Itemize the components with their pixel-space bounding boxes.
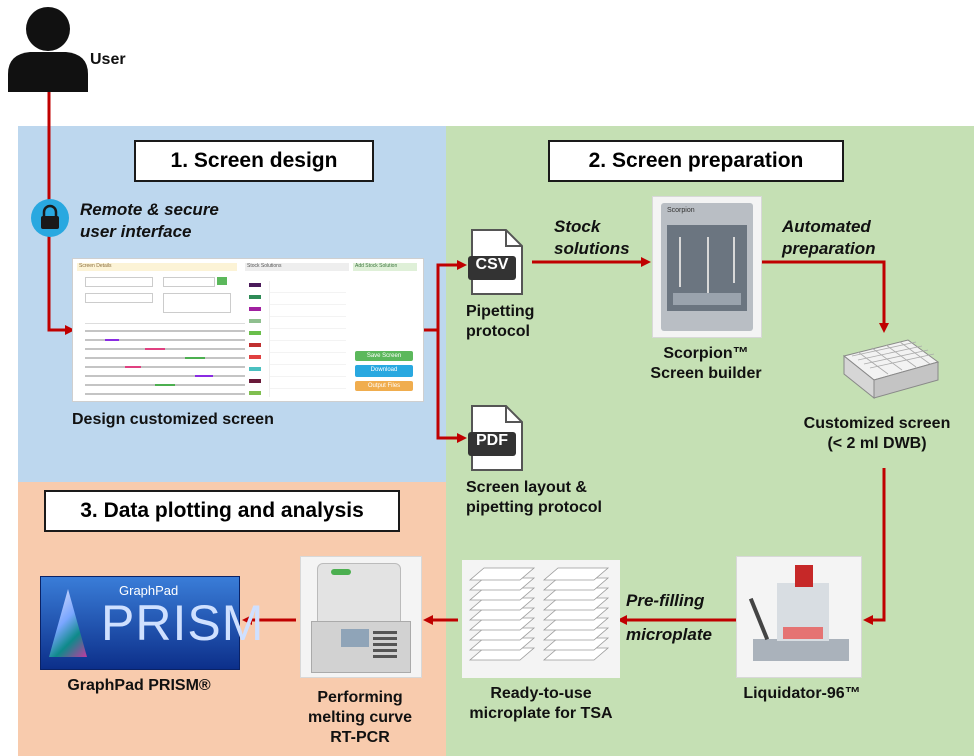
graphpad-prism-logo: GraphPad PRISM xyxy=(40,576,263,670)
ready-microplate-label: Ready-to-use microplate for TSA xyxy=(469,685,613,722)
graphpad-label: GraphPad PRISM® xyxy=(67,677,211,694)
design-screen-label: Design customized screen xyxy=(72,411,274,428)
microplate-label: microplate xyxy=(626,625,712,644)
prism-wordmark: PRISM xyxy=(101,595,265,651)
user-label: User xyxy=(90,51,126,68)
rtpcr-machine-image xyxy=(300,556,422,678)
section-title-screen-preparation: 2. Screen preparation xyxy=(548,140,844,182)
automated-preparation-label: Automated preparation xyxy=(782,217,876,258)
csv-badge: CSV xyxy=(475,256,509,273)
stock-solutions-label: Stock solutions xyxy=(554,217,630,258)
prefilling-label: Pre-filling xyxy=(626,591,705,610)
csv-file-icon xyxy=(468,229,523,295)
graphpad-wordmark: GraphPad xyxy=(119,583,179,598)
output-files-button: Output Files xyxy=(355,381,413,391)
arrow-screen-to-liquidator xyxy=(863,468,886,625)
lock-icon xyxy=(31,199,69,237)
arrow-to-pdf xyxy=(436,330,467,443)
pipetting-protocol-label: Pipetting protocol xyxy=(466,303,535,340)
section-title-data-analysis: 3. Data plotting and analysis xyxy=(44,490,400,532)
liquidator-label: Liquidator-96™ xyxy=(743,685,861,702)
section-title-screen-design: 1. Screen design xyxy=(134,140,374,182)
microplate-stacks-image xyxy=(462,560,620,678)
save-screen-button: Save Screen xyxy=(355,351,413,361)
liquidator-image xyxy=(736,556,862,678)
arrow-scorpion-to-screen xyxy=(762,260,889,333)
scorpion-label: Scorpion™ Screen builder xyxy=(650,345,762,382)
plate-layout-grid xyxy=(85,330,245,395)
rtpcr-label: Performing melting curve RT-PCR xyxy=(307,689,413,746)
screen-layout-label: Screen layout & pipetting protocol xyxy=(466,479,602,516)
scorpion-robot-image: Scorpion xyxy=(652,196,762,338)
user-icon xyxy=(8,7,88,92)
pdf-badge: PDF xyxy=(476,432,508,449)
design-software-screenshot: Screen Details Stock Solutions Add Stock… xyxy=(72,258,424,402)
arrow-user-to-design xyxy=(47,90,75,335)
customized-screen-label: Customized screen (< 2 ml DWB) xyxy=(803,415,951,452)
pdf-file-icon xyxy=(468,405,523,471)
deep-well-block-image xyxy=(842,339,940,400)
arrow-to-csv xyxy=(436,260,467,330)
download-button: Download xyxy=(355,365,413,377)
remote-ui-label: Remote & secure user interface xyxy=(80,200,219,241)
